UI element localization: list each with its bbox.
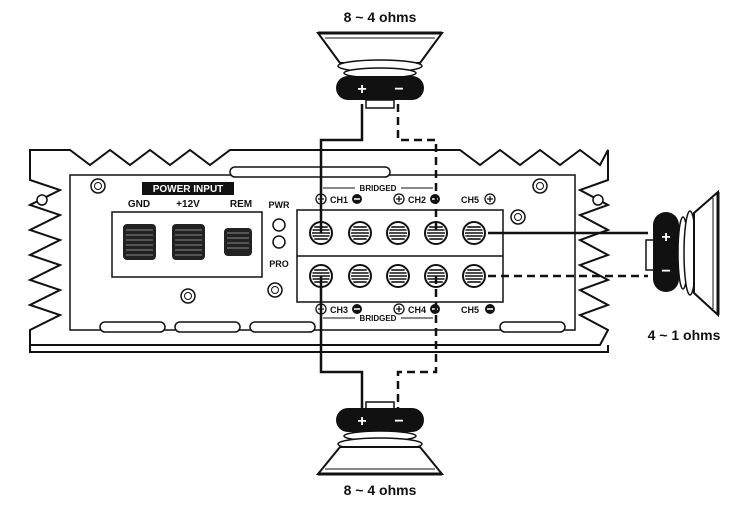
- screw-icon: [36, 178, 604, 304]
- wire-bottom-positive: [319, 276, 364, 408]
- ch3-label: CH3: [330, 305, 348, 315]
- bridged-label-bottom: BRIDGED: [360, 314, 397, 323]
- plus-circle-icon: [393, 193, 405, 205]
- power-input-section: POWER INPUT GND +12V REM: [111, 182, 290, 278]
- speaker-wires: [319, 104, 648, 408]
- speaker-top-plus: +: [357, 81, 366, 98]
- terminal-label-rem: REM: [230, 199, 252, 210]
- speaker-bottom-icon: + − 8 ~ 4 ohms: [315, 401, 445, 498]
- bridged-label-top: BRIDGED: [360, 184, 397, 193]
- ch5-label-bottom: CH5: [461, 305, 479, 315]
- speaker-top-icon: 8 ~ 4 ohms + −: [316, 9, 444, 109]
- speaker-terminal-top-2[interactable]: [348, 221, 372, 245]
- ch5-label-top: CH5: [461, 195, 479, 205]
- speaker-right-impedance: 4 ~ 1 ohms: [648, 327, 721, 343]
- speaker-terminal-bottom-5[interactable]: [462, 264, 486, 288]
- speaker-right-icon: + − 4 ~ 1 ohms: [645, 189, 721, 343]
- minus-circle-icon: [485, 304, 495, 314]
- terminal-row-bottom: [309, 264, 486, 288]
- power-terminal-12v[interactable]: [172, 224, 205, 260]
- pwr-led-icon: [272, 218, 286, 232]
- speaker-terminal-top-3[interactable]: [386, 221, 410, 245]
- speaker-right-plus: +: [661, 229, 670, 246]
- speaker-right-minus: −: [661, 263, 670, 280]
- wire-top-positive: [319, 104, 364, 233]
- minus-circle-icon: [352, 304, 362, 314]
- pwr-indicator-label: PWR: [269, 200, 290, 210]
- pro-led-icon: [272, 235, 286, 249]
- speaker-bottom-minus: −: [394, 413, 403, 430]
- speaker-terminal-bottom-2[interactable]: [348, 264, 372, 288]
- pro-indicator-label: PRO: [269, 259, 289, 269]
- ch1-label: CH1: [330, 195, 348, 205]
- speaker-top-impedance: 8 ~ 4 ohms: [344, 9, 417, 25]
- power-terminal-gnd[interactable]: [123, 224, 156, 260]
- speaker-bottom-plus: +: [357, 413, 366, 430]
- terminal-label-gnd: GND: [128, 199, 150, 210]
- ch4-label: CH4: [408, 305, 426, 315]
- speaker-top-minus: −: [394, 81, 403, 98]
- power-terminal-rem[interactable]: [224, 228, 252, 256]
- minus-circle-icon: [352, 194, 362, 204]
- plus-circle-icon: [484, 193, 496, 205]
- ch2-label: CH2: [408, 195, 426, 205]
- speaker-terminal-top-5[interactable]: [462, 221, 486, 245]
- speaker-terminal-bottom-3[interactable]: [386, 264, 410, 288]
- power-input-label: POWER INPUT: [153, 184, 224, 195]
- speaker-bottom-impedance: 8 ~ 4 ohms: [344, 482, 417, 498]
- terminal-label-12v: +12V: [176, 199, 200, 210]
- plus-circle-icon: [393, 303, 405, 315]
- wire-top-negative: [396, 104, 438, 233]
